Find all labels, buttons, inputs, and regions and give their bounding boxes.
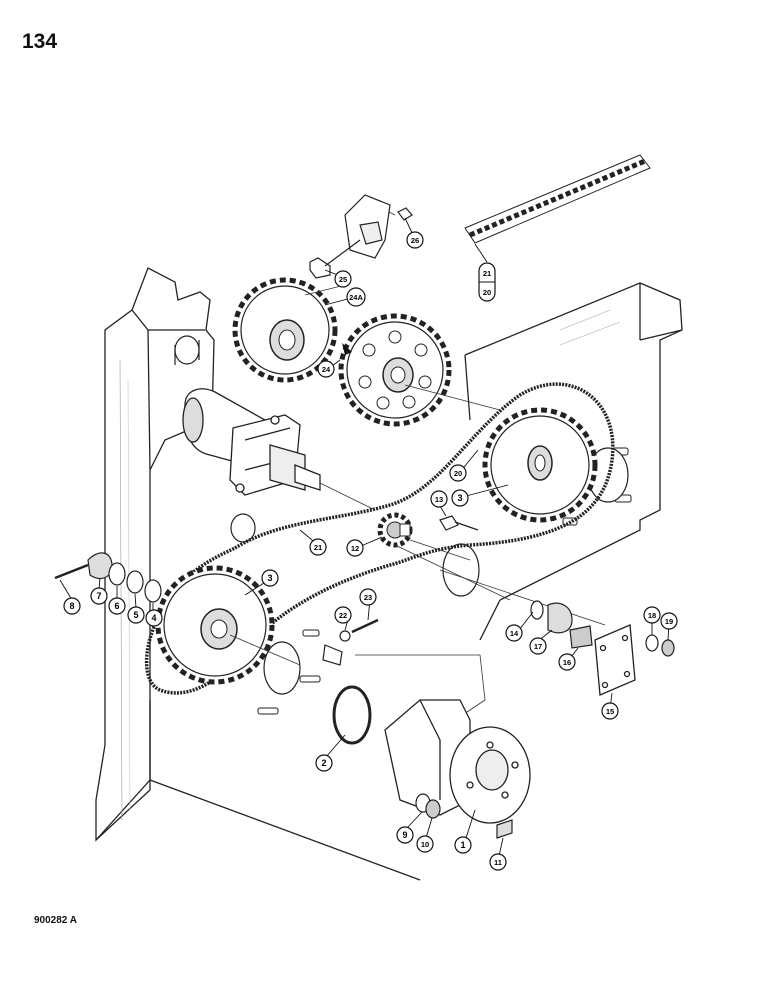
callout-22: 22 xyxy=(334,606,352,624)
callout-12: 12 xyxy=(346,539,364,557)
callout-16: 16 xyxy=(558,653,576,671)
svg-text:19: 19 xyxy=(665,617,673,626)
frame-holes xyxy=(174,335,629,695)
o-ring xyxy=(332,685,372,745)
washer-14 xyxy=(530,600,544,620)
callout-17: 17 xyxy=(529,637,547,655)
svg-text:3: 3 xyxy=(267,573,272,583)
callout-26: 26 xyxy=(406,231,424,249)
nut-10 xyxy=(425,799,441,819)
svg-text:6: 6 xyxy=(114,601,119,611)
svg-text:14: 14 xyxy=(510,629,519,638)
assembly-centerlines xyxy=(229,199,606,721)
sprocket-3-right xyxy=(482,407,598,523)
sprocket-24 xyxy=(338,313,452,427)
sprocket-3-left xyxy=(155,565,275,685)
callout-23: 23 xyxy=(359,588,377,606)
svg-text:20: 20 xyxy=(454,469,462,478)
callout-7: 7 xyxy=(90,587,108,605)
callout-19: 19 xyxy=(660,612,678,630)
svg-text:25: 25 xyxy=(339,275,347,284)
washer-4 xyxy=(144,579,162,603)
svg-text:5: 5 xyxy=(133,610,138,620)
bolt-13 xyxy=(439,515,459,531)
bearing-17 xyxy=(547,602,573,634)
callout-24: 24 xyxy=(317,360,335,378)
callout-21-chain: 21 xyxy=(309,538,327,556)
svg-text:4: 4 xyxy=(151,613,156,623)
figure-code: 900282 A xyxy=(34,915,77,926)
nut-19 xyxy=(661,639,675,657)
svg-text:17: 17 xyxy=(534,642,542,651)
callout-24a: 24A xyxy=(346,287,366,307)
hardware-parts xyxy=(54,515,675,839)
tension-block xyxy=(322,644,343,666)
bolt-23 xyxy=(351,618,379,634)
callout-15: 15 xyxy=(601,702,619,720)
svg-text:15: 15 xyxy=(606,707,614,716)
drive-chain-loop xyxy=(144,382,615,695)
tensioner-bracket xyxy=(309,194,413,279)
svg-text:16: 16 xyxy=(563,658,571,667)
wheel-hub-assembly xyxy=(384,699,531,824)
callout-3-right: 3 xyxy=(451,489,469,507)
svg-text:13: 13 xyxy=(435,495,443,504)
svg-text:21: 21 xyxy=(483,269,491,278)
callout-6: 6 xyxy=(108,597,126,615)
svg-text:18: 18 xyxy=(648,611,656,620)
svg-text:10: 10 xyxy=(421,840,429,849)
callout-11: 11 xyxy=(489,853,507,871)
bolt-8 xyxy=(54,563,89,580)
callout-3-left: 3 xyxy=(261,569,279,587)
washer-6 xyxy=(108,562,126,586)
page-number: 134 xyxy=(22,30,58,53)
drive-sprocket-12 xyxy=(377,512,413,548)
callout-13: 13 xyxy=(430,490,448,508)
callout-14: 14 xyxy=(505,624,523,642)
callout-1: 1 xyxy=(454,836,472,854)
svg-text:12: 12 xyxy=(351,544,359,553)
svg-text:22: 22 xyxy=(339,611,347,620)
callout-2: 2 xyxy=(315,754,333,772)
svg-text:3: 3 xyxy=(457,493,462,503)
washer-22 xyxy=(339,630,351,642)
callout-5: 5 xyxy=(127,606,145,624)
sprocket-24-arrow xyxy=(342,343,352,355)
cover-plate xyxy=(594,624,636,696)
svg-text:23: 23 xyxy=(364,593,372,602)
svg-text:24A: 24A xyxy=(349,293,363,302)
callout-8: 8 xyxy=(63,597,81,615)
svg-text:11: 11 xyxy=(494,858,502,867)
nut-7 xyxy=(87,552,113,579)
svg-text:20: 20 xyxy=(483,288,491,297)
seal-16 xyxy=(569,625,593,649)
callout-9: 9 xyxy=(396,826,414,844)
callout-21-20: 21 20 xyxy=(478,262,496,302)
svg-text:26: 26 xyxy=(411,236,419,245)
svg-text:2: 2 xyxy=(321,758,326,768)
callout-20: 20 xyxy=(449,464,467,482)
frame-beam xyxy=(464,282,683,641)
roller-chain xyxy=(464,154,651,244)
lug-nut-11 xyxy=(496,819,513,839)
callout-10: 10 xyxy=(416,835,434,853)
svg-text:7: 7 xyxy=(96,591,101,601)
svg-text:1: 1 xyxy=(460,840,465,850)
svg-text:24: 24 xyxy=(322,365,331,374)
sprocket-24a xyxy=(232,277,338,383)
washer-18 xyxy=(645,634,659,652)
callout-25: 25 xyxy=(334,270,352,288)
callout-18: 18 xyxy=(643,606,661,624)
hydraulic-drive-motor xyxy=(182,388,321,496)
svg-text:8: 8 xyxy=(69,601,74,611)
callout-4: 4 xyxy=(145,609,163,627)
washer-5 xyxy=(126,570,144,594)
svg-text:21: 21 xyxy=(314,543,322,552)
svg-text:9: 9 xyxy=(402,830,407,840)
